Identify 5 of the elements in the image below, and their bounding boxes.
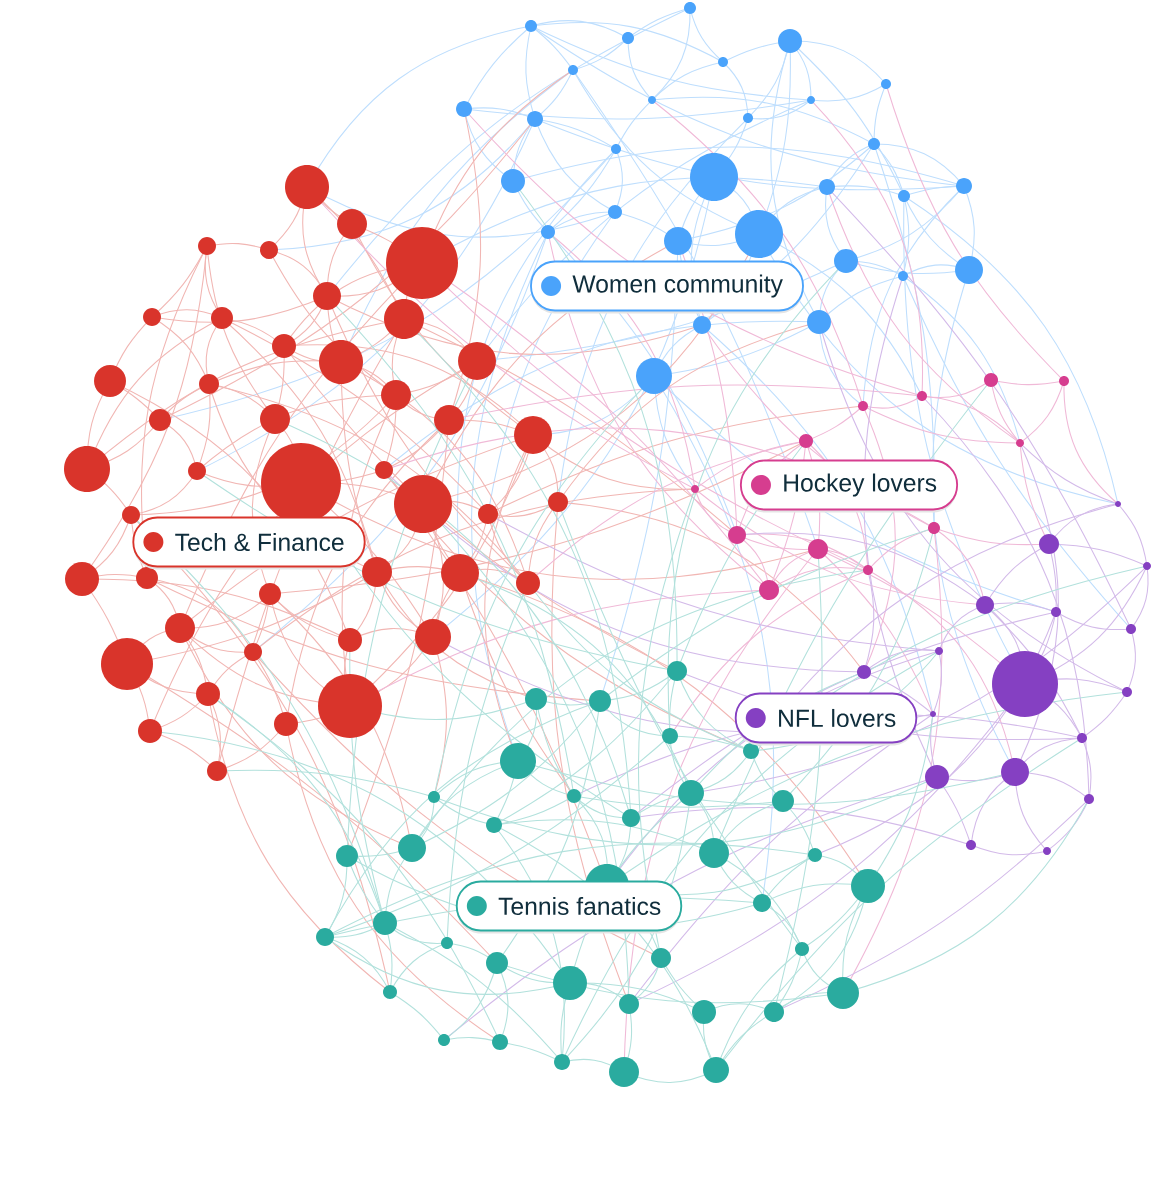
legend-label: Tech & Finance	[132, 516, 366, 570]
legend-label: NFL lovers	[734, 692, 918, 746]
legend-label: Women community	[530, 260, 804, 314]
legend-label: Hockey lovers	[739, 459, 959, 513]
legend-label: Tennis fanatics	[455, 880, 683, 934]
